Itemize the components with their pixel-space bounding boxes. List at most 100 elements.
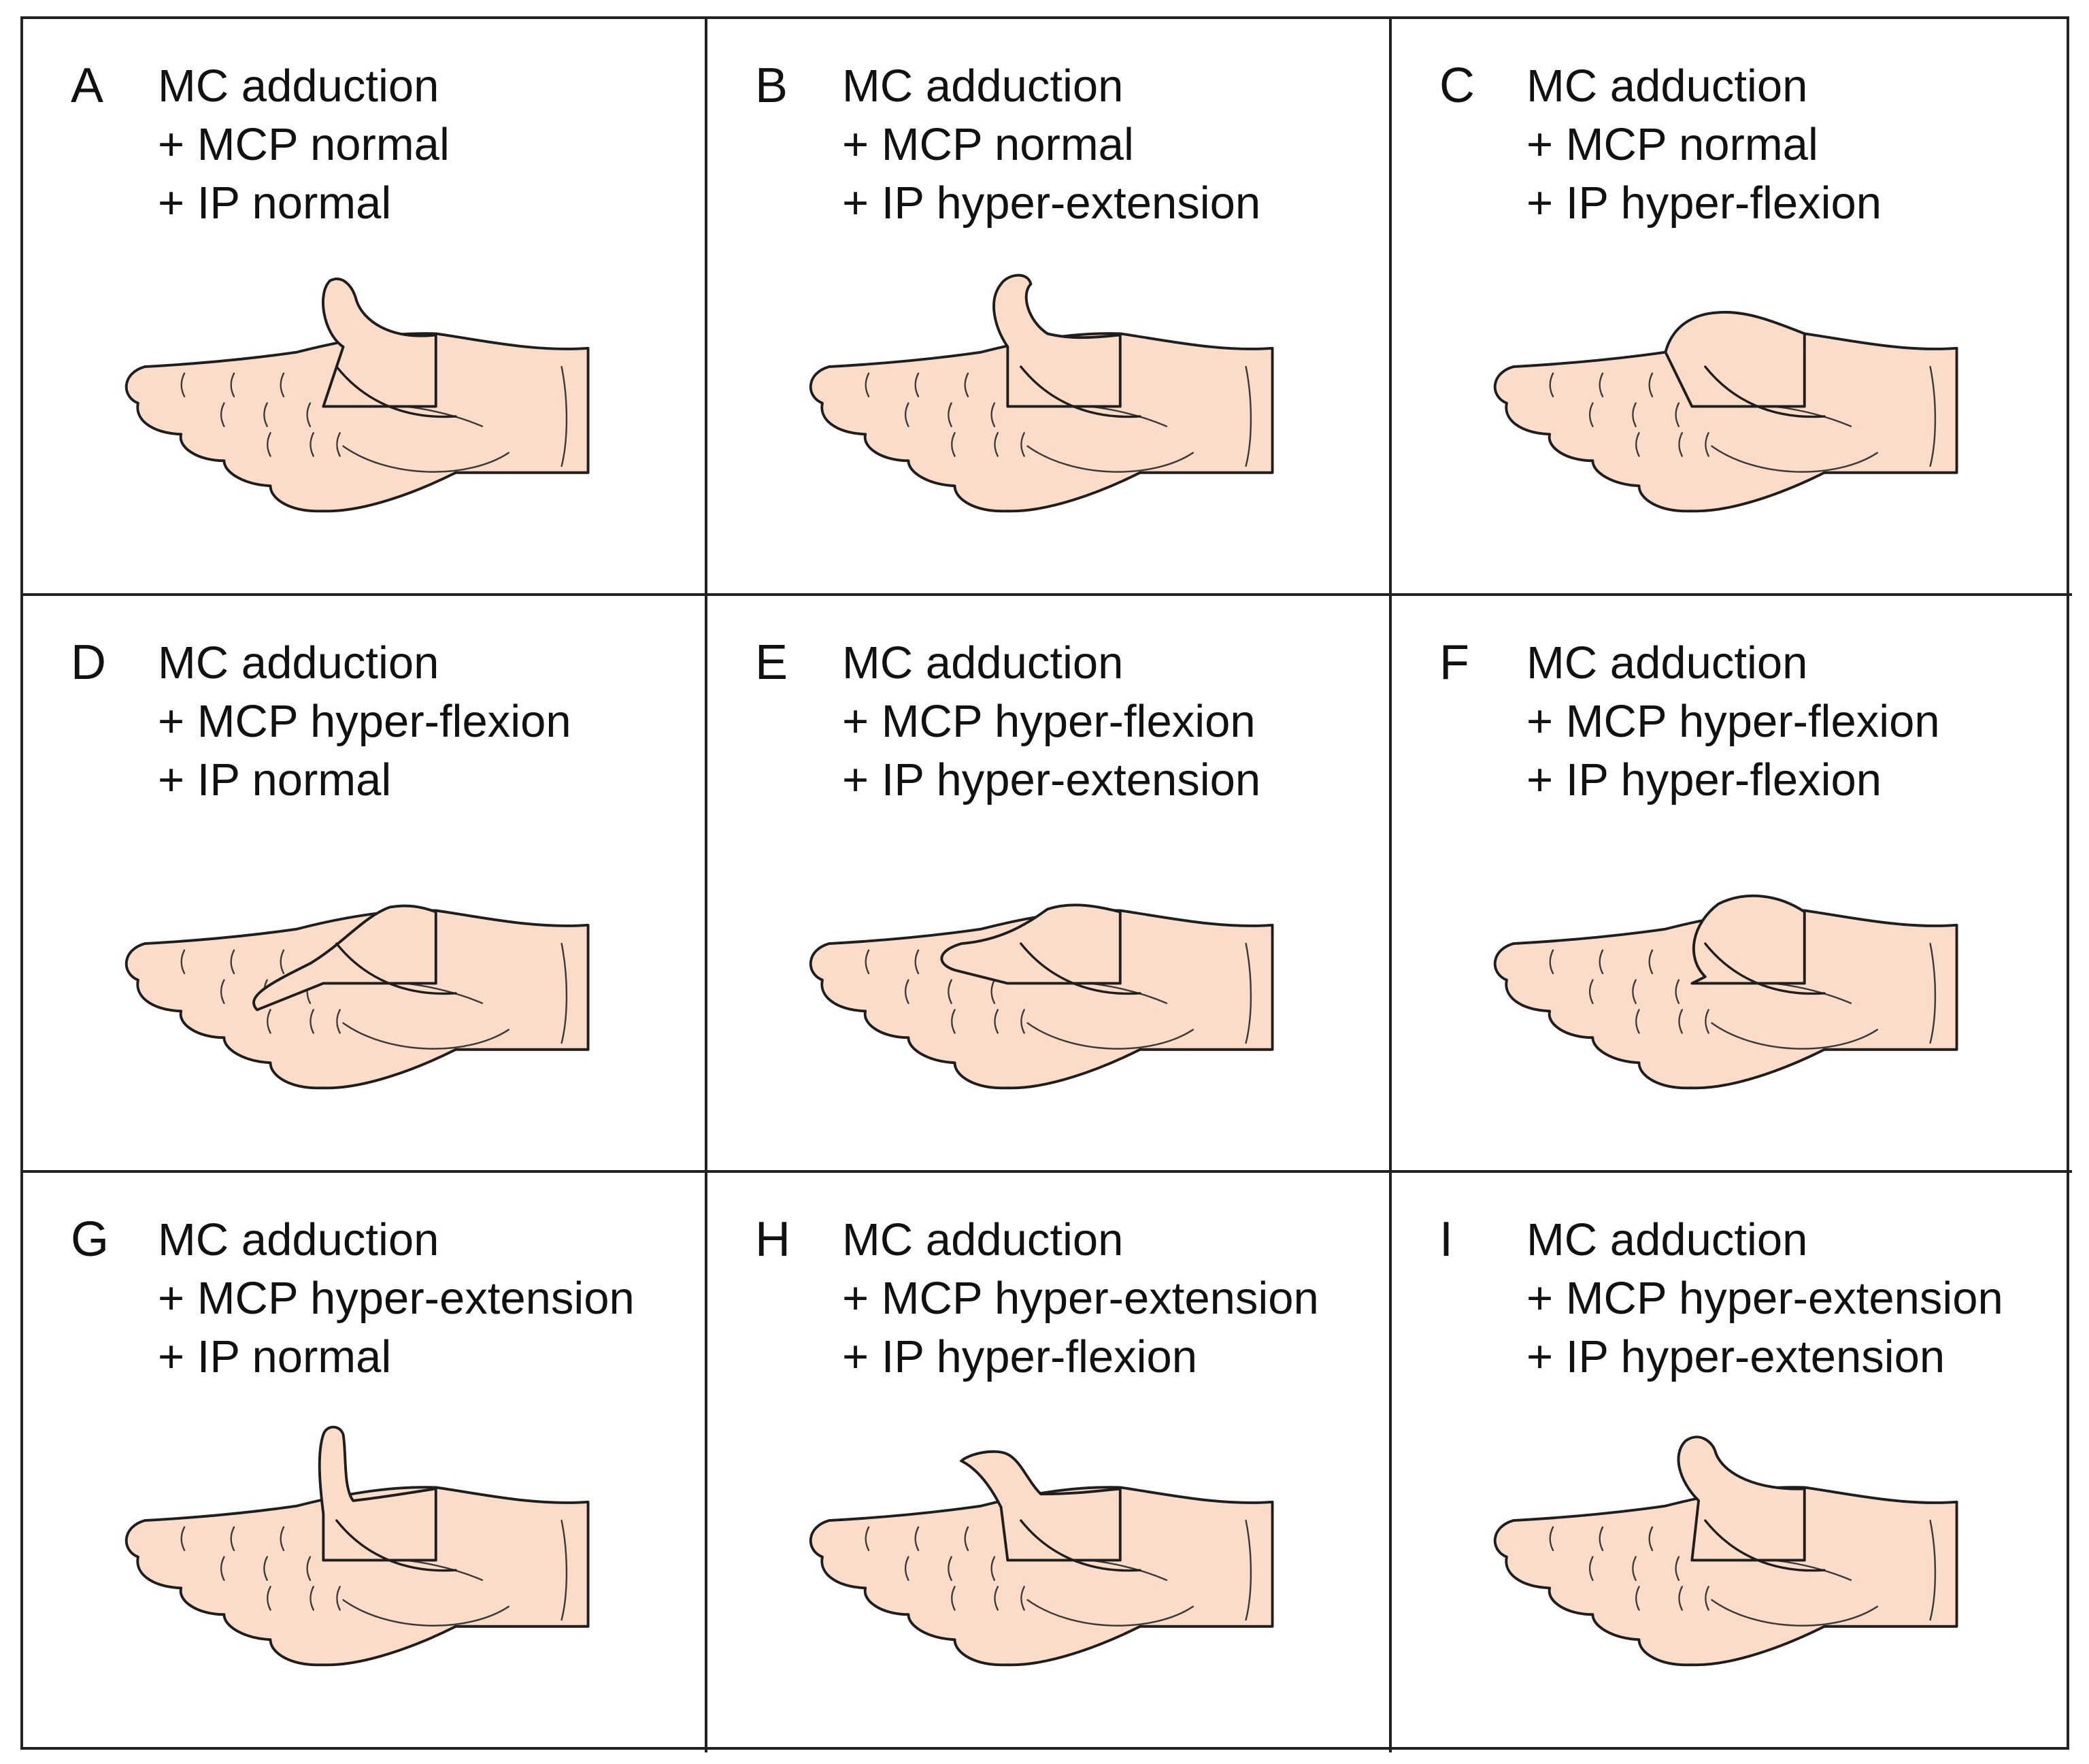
finger-crease	[306, 1556, 312, 1581]
caption-line: + MCP hyper-flexion	[158, 696, 571, 747]
finger-crease	[990, 979, 996, 1004]
palm-shape	[809, 1486, 1274, 1667]
hand-svg	[809, 273, 1274, 513]
finger-crease	[1599, 1526, 1604, 1552]
thenar-crease	[1020, 1519, 1141, 1572]
hand-svg	[1493, 894, 1958, 1090]
thumb-outline	[252, 904, 437, 1012]
palm-shape	[1493, 909, 1958, 1090]
caption-line: MC adduction	[158, 1214, 439, 1265]
hand-illustration	[1480, 250, 1970, 536]
panel-caption: MC adduction+ MCP normal+ IP hyper-flexi…	[1526, 57, 1882, 233]
panel-letter: B	[755, 59, 788, 113]
finger-crease	[1648, 372, 1654, 398]
finger-crease	[1549, 949, 1554, 975]
panel-letter: G	[71, 1212, 110, 1267]
caption-line: + MCP normal	[1526, 119, 1818, 170]
finger-crease	[230, 372, 235, 398]
wrist-crease	[561, 942, 568, 1044]
finger-crease	[1632, 402, 1637, 427]
thumb-outline	[940, 903, 1122, 971]
hand-svg	[1493, 1435, 1958, 1667]
caption-line: + MCP normal	[158, 119, 450, 170]
thenar-crease	[1704, 942, 1826, 995]
thenar-crease	[1704, 1519, 1826, 1572]
panel-caption: MC adduction+ MCP hyper-extension+ IP hy…	[842, 1211, 1319, 1386]
panel-letter: D	[71, 635, 106, 690]
finger-crease	[180, 1526, 186, 1552]
caption-line: + MCP hyper-extension	[1526, 1273, 2003, 1324]
finger-crease	[904, 1556, 909, 1581]
palm-shape	[124, 1486, 590, 1667]
thumb-outline	[1692, 895, 1806, 978]
caption-line: MC adduction	[842, 637, 1124, 688]
palm-line	[1026, 1022, 1194, 1050]
finger-crease	[230, 949, 235, 975]
caption-line: MC adduction	[1526, 61, 1808, 112]
finger-crease	[1020, 1009, 1025, 1034]
finger-crease	[950, 1009, 956, 1034]
caption-line: + IP normal	[158, 1331, 392, 1382]
hand-illustration	[796, 827, 1286, 1113]
thumb-shape	[322, 278, 437, 408]
finger-crease	[950, 432, 956, 457]
wrist-crease	[1929, 1519, 1937, 1621]
thenar-crease	[1020, 365, 1141, 418]
palm-shape	[1493, 332, 1958, 513]
finger-crease	[865, 372, 870, 398]
finger-crease	[1632, 1556, 1637, 1581]
thumb-outline	[992, 273, 1122, 348]
finger-crease	[310, 1009, 314, 1034]
caption-line: MC adduction	[158, 637, 439, 688]
thumb-shape	[1690, 894, 1806, 985]
thumb-outline	[959, 1450, 1122, 1509]
finger-crease	[1635, 432, 1640, 457]
finger-crease	[1678, 432, 1683, 457]
palm-shape	[809, 332, 1274, 513]
finger-crease	[950, 1586, 956, 1611]
panel-caption: MC adduction + MCP hyper-flexion + IP norm…	[158, 634, 571, 810]
caption-line: + IP hyper-extension	[1526, 1331, 1945, 1382]
finger-crease	[1599, 372, 1604, 398]
caption-line: MC adduction	[1526, 637, 1808, 688]
hand-illustration	[1480, 1404, 1970, 1690]
finger-crease	[1705, 1586, 1709, 1611]
palm-shape	[124, 332, 590, 513]
finger-crease	[266, 432, 271, 457]
finger-crease	[220, 1556, 225, 1581]
finger-crease	[263, 1556, 268, 1581]
finger-crease	[1635, 1586, 1640, 1611]
hand-illustration	[1480, 827, 1970, 1113]
finger-crease	[1705, 432, 1709, 457]
panel-letter: A	[71, 59, 104, 113]
panel-caption: MC adduction+ MCP hyper-extension+ IP no…	[158, 1211, 635, 1386]
finger-crease	[266, 1586, 271, 1611]
finger-crease	[1648, 1526, 1654, 1552]
panel-letter: I	[1439, 1212, 1454, 1267]
finger-crease	[263, 402, 268, 427]
panel-grid: A MC adduction + MCP normal + IP normal B MC …	[20, 16, 2072, 1752]
finger-crease	[336, 1586, 341, 1611]
finger-crease	[914, 949, 920, 975]
hand-svg	[1493, 310, 1958, 513]
caption-line: + IP normal	[158, 754, 392, 805]
wrist-crease	[561, 365, 568, 467]
caption-line: MC adduction	[842, 61, 1124, 112]
caption-line: + MCP hyper-flexion	[842, 696, 1256, 747]
panel-caption: MC adduction+ MCP hyper-flexion+ IP hype…	[842, 634, 1260, 810]
palm-shape	[809, 909, 1274, 1090]
thenar-crease	[1020, 942, 1141, 995]
hand-svg	[809, 1450, 1274, 1667]
finger-crease	[994, 1009, 999, 1034]
finger-crease	[1675, 402, 1680, 427]
finger-crease	[1635, 1009, 1640, 1034]
finger-crease	[180, 949, 186, 975]
hand-illustration	[112, 827, 601, 1113]
thenar-crease	[335, 365, 457, 418]
palm-shape	[1493, 1486, 1958, 1667]
palm-line	[342, 1022, 510, 1050]
finger-crease	[220, 979, 225, 1004]
